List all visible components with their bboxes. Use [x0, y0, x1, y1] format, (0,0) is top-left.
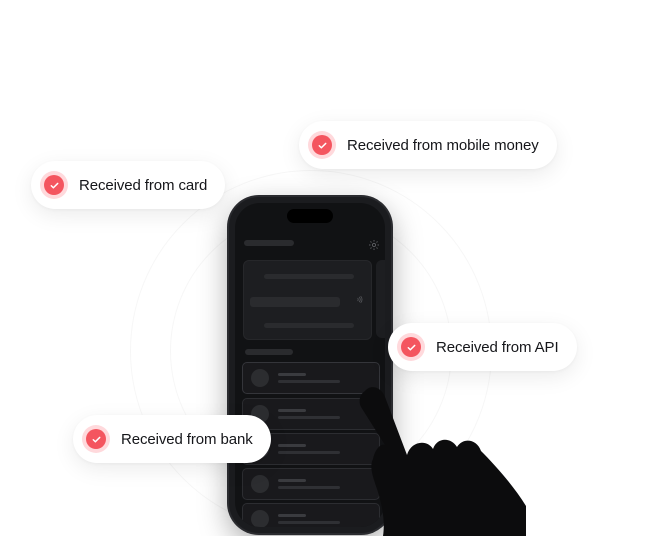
- row-title-placeholder: [278, 479, 306, 482]
- phone-notch: [287, 209, 333, 223]
- list-header-placeholder: [245, 349, 293, 355]
- header-placeholder: [244, 240, 294, 246]
- next-card-peek: [376, 260, 385, 338]
- phone-screen: [235, 203, 385, 527]
- balance-card[interactable]: [243, 260, 372, 340]
- card-line-1: [264, 274, 354, 279]
- row-title-placeholder: [278, 444, 306, 447]
- avatar: [251, 369, 269, 387]
- notification-received-api: Received from API: [388, 323, 577, 371]
- notification-received-bank: Received from bank: [73, 415, 271, 463]
- row-title-placeholder: [278, 373, 306, 376]
- row-title-placeholder: [278, 409, 306, 412]
- check-circle-icon: [40, 171, 68, 199]
- avatar: [251, 510, 269, 527]
- gear-icon[interactable]: [367, 239, 381, 253]
- hand-illustration: [359, 387, 526, 536]
- row-subtitle-placeholder: [278, 486, 340, 489]
- notification-label: Received from card: [79, 176, 208, 194]
- row-subtitle-placeholder: [278, 380, 340, 383]
- phone-mockup: [229, 197, 391, 533]
- notification-label: Received from mobile money: [347, 136, 539, 154]
- check-circle-icon: [397, 333, 425, 361]
- notification-label: Received from bank: [121, 430, 253, 448]
- row-title-placeholder: [278, 514, 306, 517]
- card-line-3: [264, 323, 354, 328]
- check-circle-icon: [82, 425, 110, 453]
- avatar: [251, 475, 269, 493]
- contactless-icon: [355, 295, 364, 306]
- transaction-row[interactable]: [242, 362, 380, 394]
- notification-received-mobile-money: Received from mobile money: [299, 121, 557, 169]
- notification-received-card: Received from card: [31, 161, 226, 209]
- transaction-row[interactable]: [242, 503, 380, 527]
- card-line-2: [250, 297, 340, 307]
- transaction-row[interactable]: [242, 468, 380, 500]
- check-circle-icon: [308, 131, 336, 159]
- notification-label: Received from API: [436, 338, 559, 356]
- row-subtitle-placeholder: [278, 451, 340, 454]
- row-subtitle-placeholder: [278, 521, 340, 524]
- row-subtitle-placeholder: [278, 416, 340, 419]
